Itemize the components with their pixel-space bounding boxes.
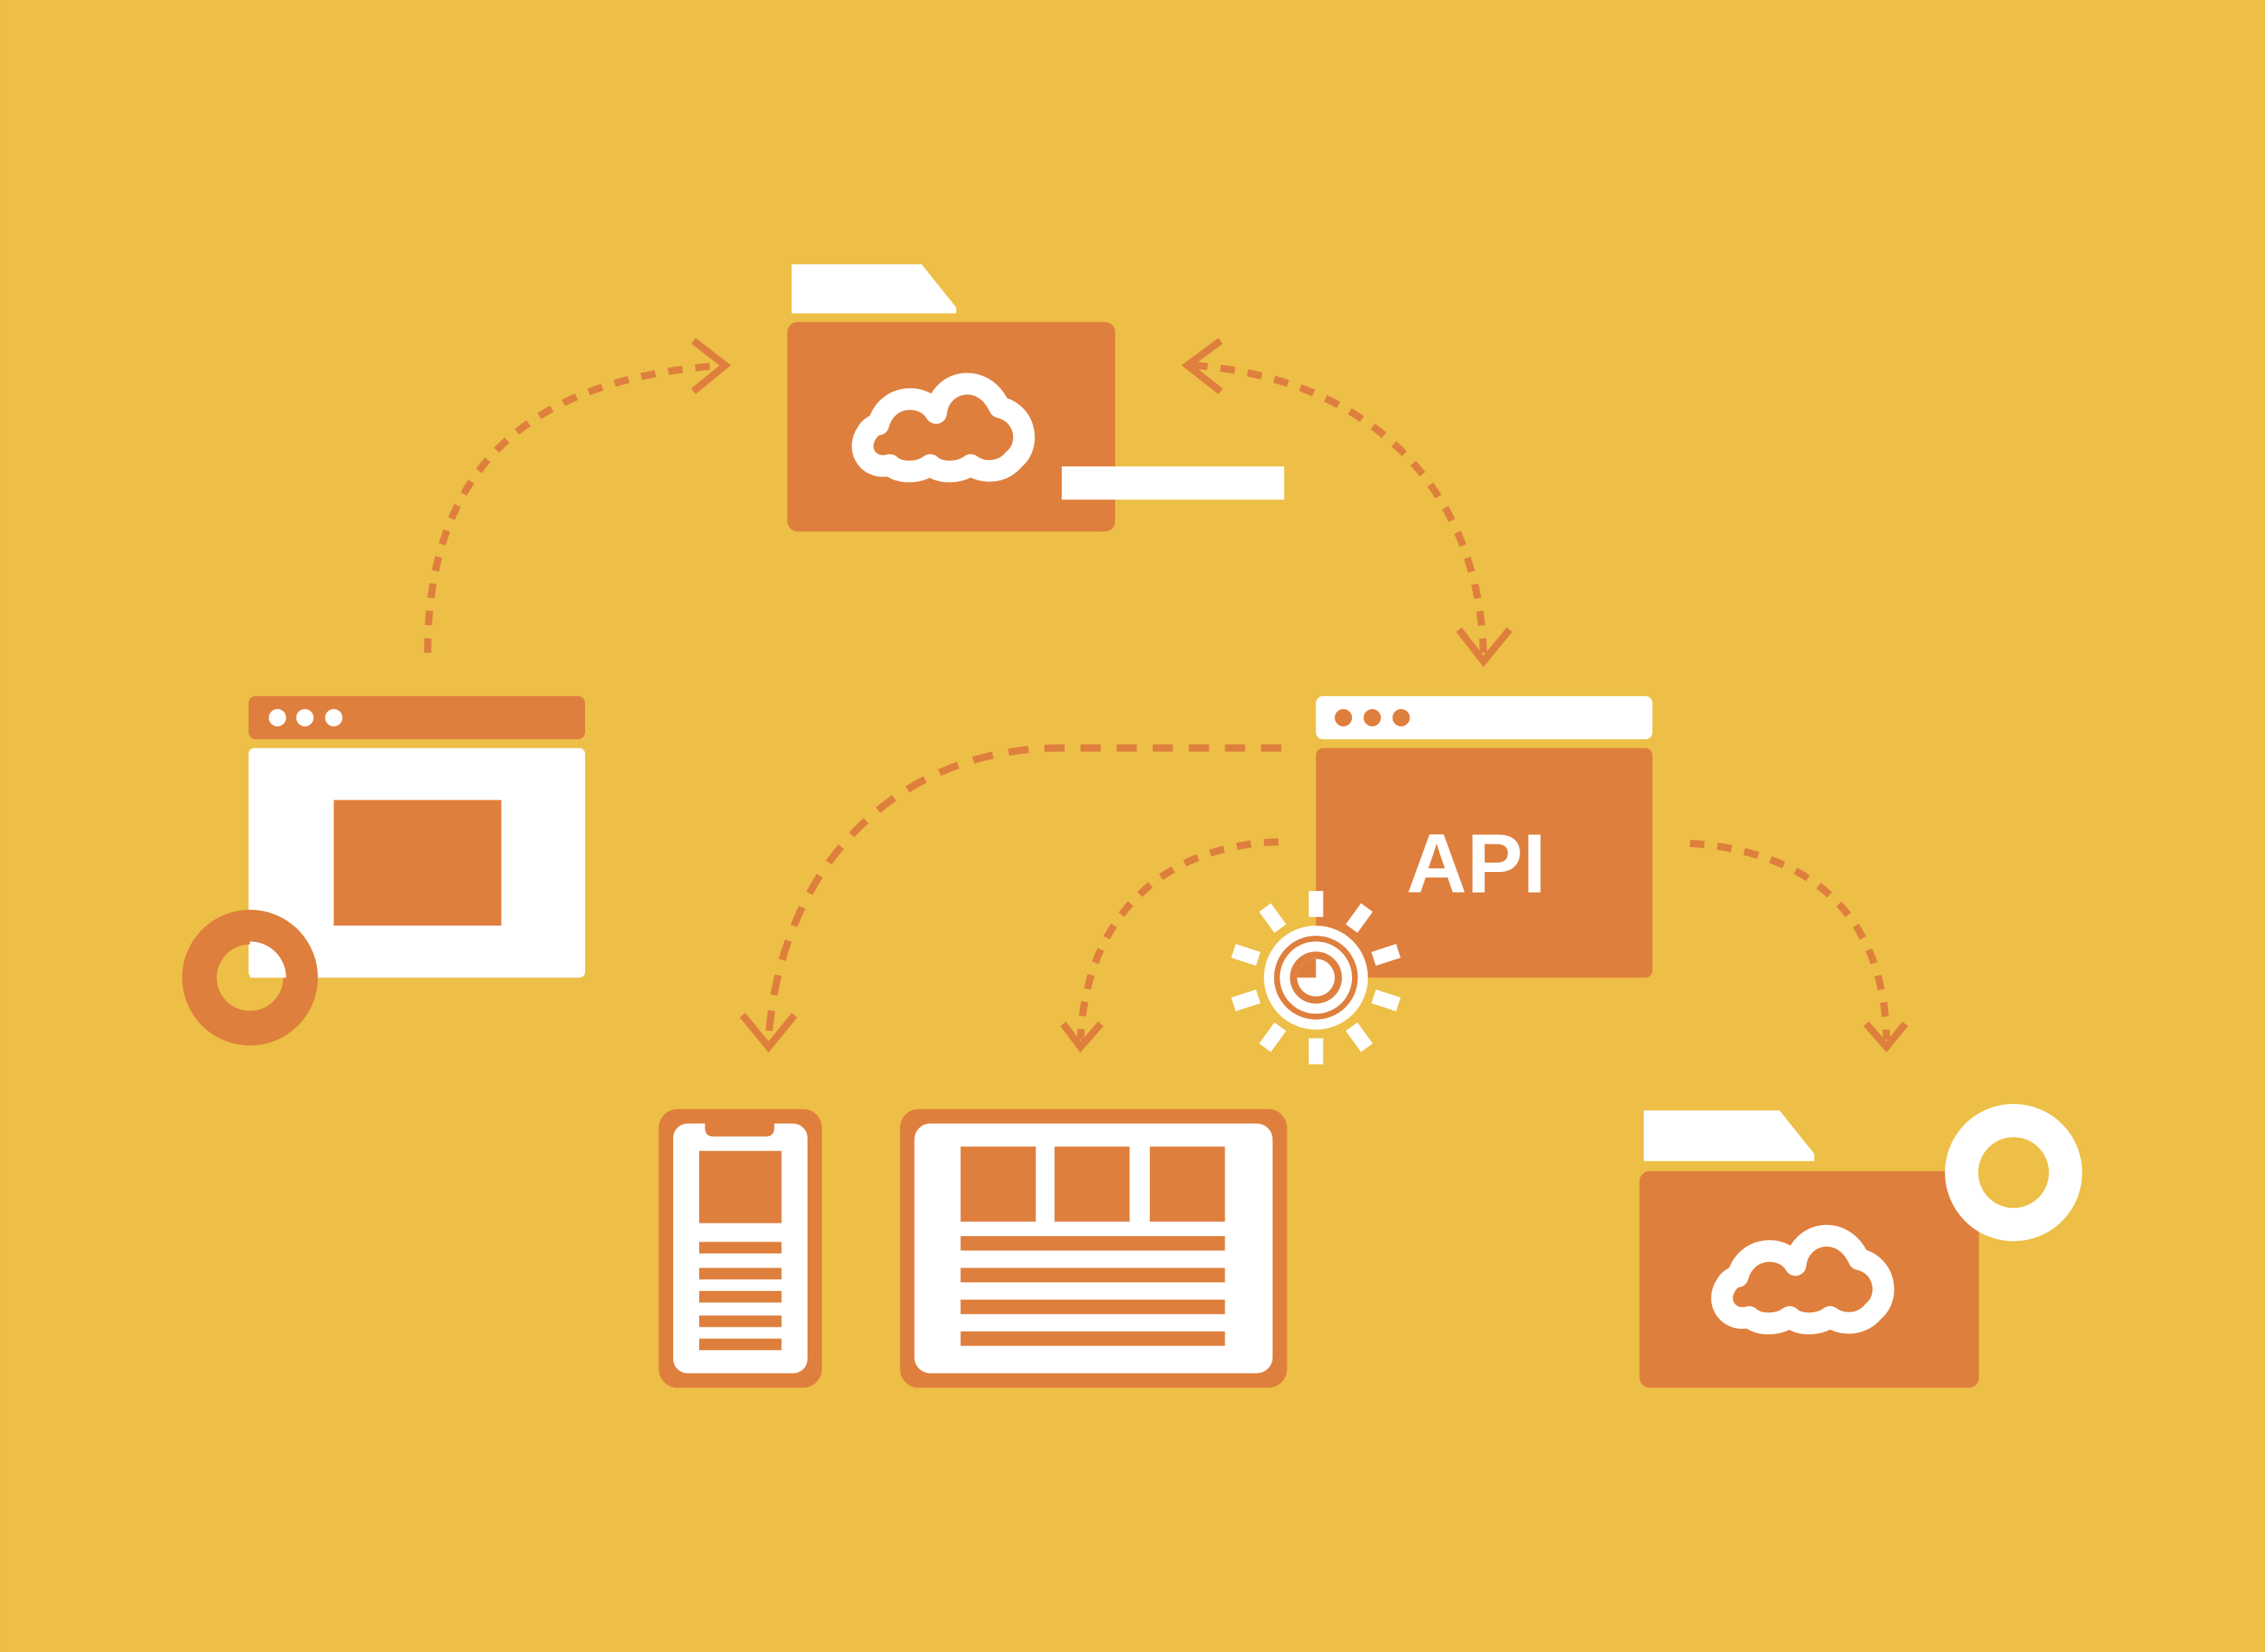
window-dot-1 <box>268 708 286 727</box>
browser-window <box>182 696 585 1046</box>
api-window-dot-2 <box>1363 708 1381 727</box>
folder-tab <box>791 264 956 314</box>
phone-image-block <box>699 1150 782 1223</box>
connector-folder-to-api <box>1192 362 1487 657</box>
phone-line-1 <box>699 1242 782 1254</box>
arrowhead-bottom-folder <box>1863 1021 1909 1053</box>
api-window-titlebar <box>1316 696 1653 740</box>
tablet-line-3 <box>960 1299 1225 1315</box>
window-dot-3 <box>325 708 343 727</box>
tablet <box>900 1109 1287 1388</box>
phone-line-3 <box>699 1290 782 1303</box>
arrowhead-api-window-top <box>1456 627 1512 668</box>
folder-label-bar <box>1062 466 1284 500</box>
folder-body <box>1639 1171 1980 1388</box>
phone-line-5 <box>699 1338 782 1351</box>
api-window-body <box>1316 748 1653 978</box>
ring-inner-highlight <box>249 941 286 978</box>
phone-notch <box>705 1120 775 1137</box>
folder-tab <box>1644 1110 1814 1161</box>
tablet-tile-2 <box>1054 1146 1130 1222</box>
phone-line-4 <box>699 1315 782 1327</box>
phone-line-2 <box>699 1268 782 1280</box>
window-content-block <box>333 800 502 926</box>
connector-arrows <box>424 337 1909 1053</box>
tablet-line-1 <box>960 1236 1225 1251</box>
ring-icon <box>182 910 319 1046</box>
arrowhead-phone <box>739 1013 797 1053</box>
api-label: API <box>1406 817 1546 911</box>
window-dot-2 <box>296 708 314 727</box>
gear-icon <box>1231 891 1401 1065</box>
connector-api-to-tablet <box>1077 838 1279 1040</box>
tablet-tile-3 <box>1150 1146 1225 1222</box>
arrowhead-tablet <box>1060 1021 1104 1053</box>
arrowhead-top-folder-left <box>691 337 731 395</box>
tablet-line-4 <box>960 1331 1225 1346</box>
arrowhead-top-folder-right <box>1181 337 1223 395</box>
connector-left-to-folder <box>424 362 723 653</box>
api-window: API <box>1231 696 1653 1065</box>
tablet-tile-1 <box>960 1146 1036 1222</box>
tablet-line-2 <box>960 1268 1225 1282</box>
connector-api-to-phone <box>764 744 1282 1040</box>
api-window-dot-1 <box>1335 708 1353 727</box>
folder-body <box>787 322 1115 532</box>
window-titlebar <box>249 696 585 740</box>
bottom-cloud-folder <box>1639 1104 2083 1388</box>
top-cloud-folder <box>787 264 1284 532</box>
ring-icon <box>1945 1104 2083 1242</box>
api-window-dot-3 <box>1392 708 1410 727</box>
mobile-phone <box>658 1109 823 1388</box>
